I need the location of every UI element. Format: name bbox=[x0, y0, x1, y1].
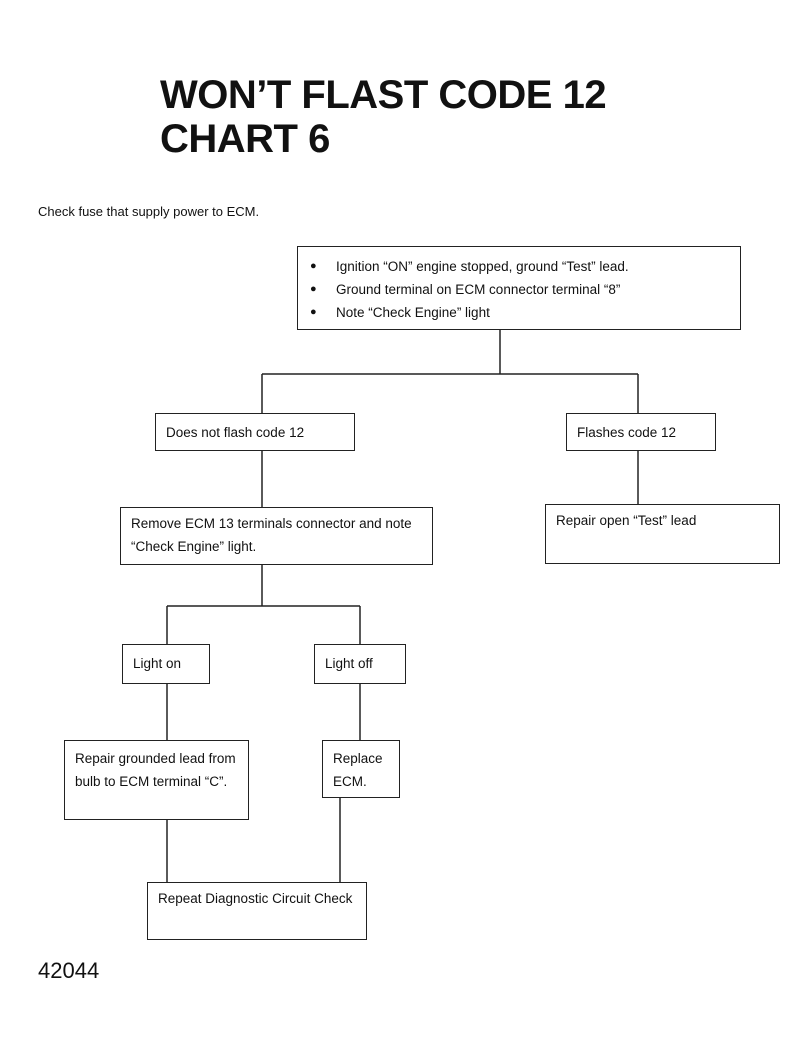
flashes-box: Flashes code 12 bbox=[566, 413, 716, 451]
repeat-check-box: Repeat Diagnostic Circuit Check bbox=[147, 882, 367, 940]
replace-ecm-box: Replace ECM. bbox=[322, 740, 400, 798]
start-step-box: Ignition “ON” engine stopped, ground “Te… bbox=[297, 246, 741, 330]
start-step-item: Note “Check Engine” light bbox=[310, 301, 728, 324]
no-flash-box: Does not flash code 12 bbox=[155, 413, 355, 451]
start-step-item: Ground terminal on ECM connector termina… bbox=[310, 278, 728, 301]
remove-ecm-box: Remove ECM 13 terminals connector and no… bbox=[120, 507, 433, 565]
repair-grounded-box: Repair grounded lead from bulb to ECM te… bbox=[64, 740, 249, 820]
start-step-item: Ignition “ON” engine stopped, ground “Te… bbox=[310, 255, 728, 278]
repair-open-box: Repair open “Test” lead bbox=[545, 504, 780, 564]
chart-subtitle: CHART 6 bbox=[160, 117, 330, 161]
light-on-box: Light on bbox=[122, 644, 210, 684]
page-title: WON’T FLAST CODE 12 bbox=[160, 73, 607, 117]
figure-number: 42044 bbox=[38, 958, 100, 983]
light-off-box: Light off bbox=[314, 644, 406, 684]
fuse-check-note: Check fuse that supply power to ECM. bbox=[38, 204, 260, 219]
